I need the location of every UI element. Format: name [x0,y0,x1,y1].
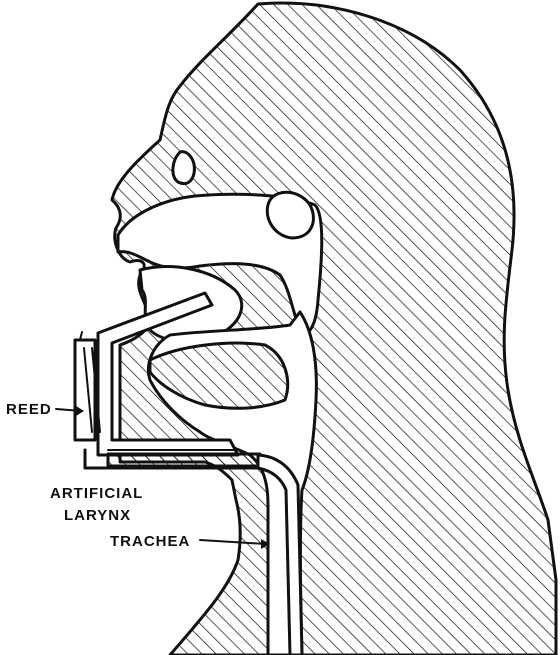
trachea-label: TRACHEA [110,533,190,550]
artificial-larynx-label-line1: ARTIFICIAL [50,485,143,502]
reed-arrowhead [76,406,84,416]
ear-hole [267,192,313,238]
nose-hole [173,152,194,184]
artificial-larynx-label-line2: LARYNX [64,507,131,524]
reed-label: REED [6,401,52,418]
